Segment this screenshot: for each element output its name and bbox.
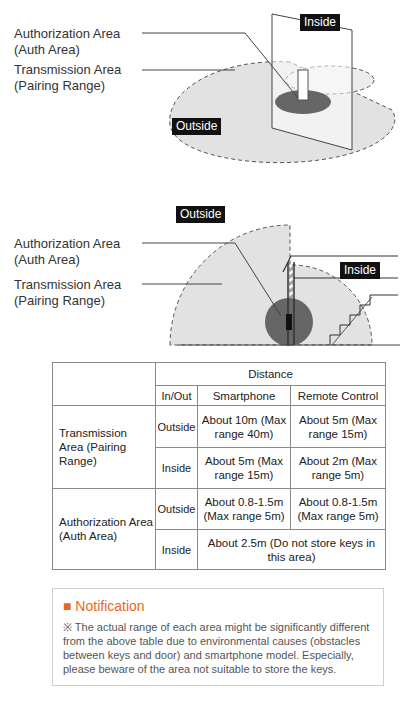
area-callout: Transmission Area (Pairing Range) <box>14 62 149 94</box>
label-text: Authorization Area (Auth Area) <box>14 236 120 267</box>
table-row-header: Transmission Area (Pairing Range) <box>53 406 155 488</box>
leader-line <box>142 70 235 71</box>
area-callout: Authorization Area (Auth Area) <box>14 26 149 58</box>
leader-line <box>142 284 222 285</box>
table-header: Remote Control <box>291 386 385 405</box>
table-cell: Outside <box>156 406 197 447</box>
stairs <box>330 295 398 345</box>
label-text: Authorization Area (Auth Area) <box>59 515 153 543</box>
notification-box: ■ Notification ※ The actual range of each… <box>52 588 384 686</box>
table-cell: About 5m (Max range 15m) <box>198 448 290 488</box>
door-wall <box>272 14 352 150</box>
node-heading: ■ Notification <box>63 597 373 615</box>
node-heading: Inside <box>344 263 376 278</box>
outside-tag: Outside <box>176 206 225 223</box>
ground-line <box>178 344 400 345</box>
label-text: Remote Control <box>298 389 379 403</box>
table-cell: About 2m (Max range 5m) <box>291 448 385 488</box>
label-text: About 10m (Max range 40m) <box>200 413 288 441</box>
authorization-area <box>265 298 313 346</box>
label-text: In/Out <box>162 389 192 403</box>
label-text: Transmission Area (Pairing Range) <box>14 62 121 93</box>
table-header: In/Out <box>156 386 197 405</box>
table-cell: About 0.8-1.5m (Max range 5m) <box>291 489 385 529</box>
inside-tag: Inside <box>340 262 380 279</box>
door-lock <box>298 70 308 100</box>
node-body: ※ The actual range of each area might be… <box>63 620 373 676</box>
inside-tag: Inside <box>300 14 340 31</box>
table-header: Smartphone <box>198 386 290 405</box>
outside-tag: Outside <box>172 118 221 135</box>
label-text: Authorization Area (Auth Area) <box>14 26 120 57</box>
wall <box>287 262 289 345</box>
table-cell: About 0.8-1.5m (Max range 5m) <box>198 489 290 529</box>
table-cell: About 5m (Max range 15m) <box>291 406 385 447</box>
label-text: Inside <box>162 543 191 557</box>
label-text: Distance <box>248 367 293 381</box>
table-cell: About 2.5m (Do not store keys in this ar… <box>198 530 385 569</box>
table-header: Distance <box>156 363 385 385</box>
label-text: Outside <box>158 420 196 434</box>
label-text: Transmission Area (Pairing Range) <box>59 426 153 468</box>
label-text: About 5m (Max range 15m) <box>293 413 383 441</box>
table-grid <box>53 363 386 570</box>
area-callout: Authorization Area (Auth Area) <box>14 236 149 268</box>
label-text: About 2m (Max range 5m) <box>293 454 383 482</box>
area-callout: Transmission Area (Pairing Range) <box>14 277 149 309</box>
label-text: About 2.5m (Do not store keys in this ar… <box>200 536 383 564</box>
label-text: Transmission Area (Pairing Range) <box>14 277 121 308</box>
label-text: Smartphone <box>213 389 276 403</box>
node-heading: Inside <box>304 15 336 30</box>
table-cell: About 10m (Max range 40m) <box>198 406 290 447</box>
label-text: About 0.8-1.5m (Max range 5m) <box>200 495 288 523</box>
label-text: Inside <box>162 461 191 475</box>
label-text: About 0.8-1.5m (Max range 5m) <box>293 495 383 523</box>
wall <box>293 262 295 345</box>
table-cell: Inside <box>156 448 197 488</box>
node-heading: Outside <box>176 119 217 134</box>
node-heading: Outside <box>180 207 221 222</box>
table-row-header: Authorization Area (Auth Area) <box>53 489 155 569</box>
label-text: Outside <box>158 502 196 516</box>
label-text: About 5m (Max range 15m) <box>200 454 288 482</box>
table-cell: Outside <box>156 489 197 529</box>
leader-line <box>142 243 281 316</box>
door-lock <box>286 314 292 330</box>
table-cell: Inside <box>156 530 197 569</box>
stairs <box>332 297 372 345</box>
leader-line <box>142 33 298 98</box>
